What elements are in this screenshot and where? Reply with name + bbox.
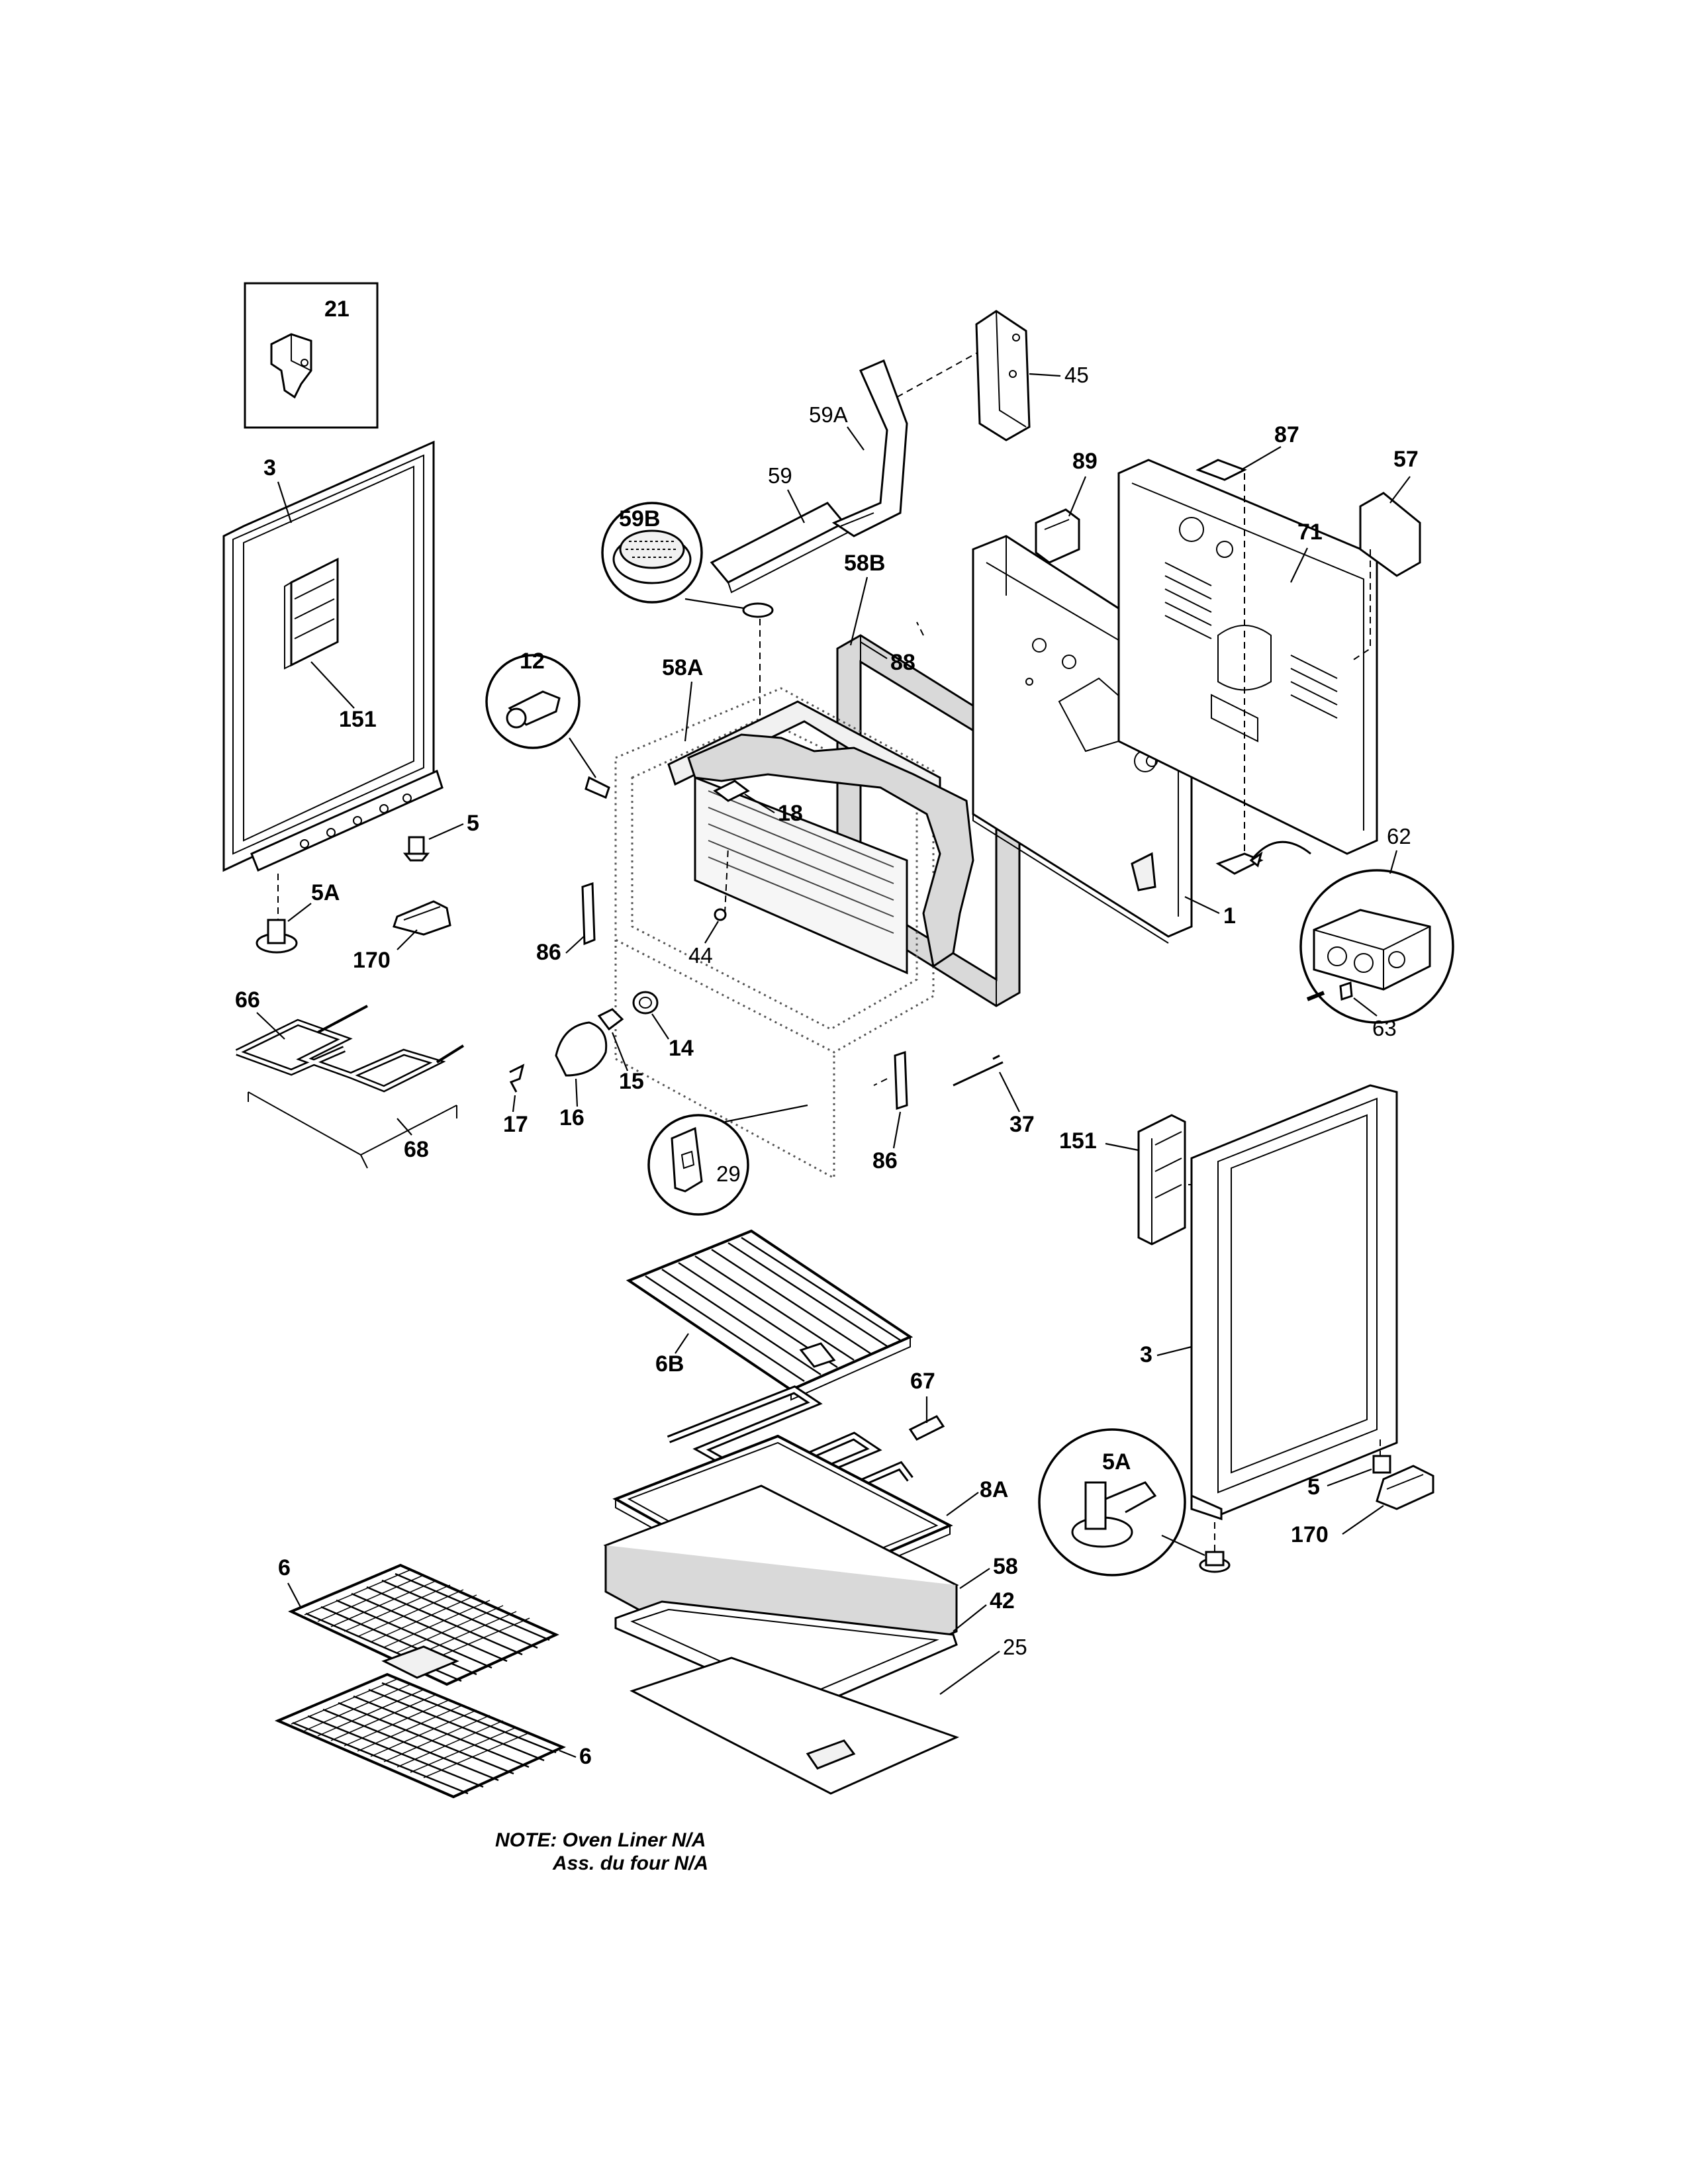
part-57-access-cover: 57 bbox=[1350, 447, 1421, 662]
label-6-top: 6 bbox=[278, 1555, 291, 1580]
label-44: 44 bbox=[688, 943, 713, 968]
label-88: 88 bbox=[890, 650, 915, 675]
part-29-door-latch-callout: 29 bbox=[647, 1104, 808, 1216]
label-6-bottom: 6 bbox=[579, 1744, 592, 1769]
label-62: 62 bbox=[1387, 824, 1411, 848]
part-58A-oven-cavity: 58A bbox=[614, 655, 974, 1180]
label-5-right: 5 bbox=[1307, 1475, 1320, 1500]
part-6-oven-rack-top: 6 bbox=[278, 1555, 559, 1686]
label-151-right: 151 bbox=[1059, 1128, 1097, 1154]
part-151-left-bracket: 151 bbox=[284, 557, 377, 732]
label-59A: 59A bbox=[809, 402, 848, 427]
note-block: NOTE: Oven Liner N/A Ass. du four N/A bbox=[495, 1829, 708, 1874]
part-12-lamp-socket-callout: 12 bbox=[485, 649, 610, 799]
label-59B: 59B bbox=[619, 506, 660, 531]
label-15: 15 bbox=[619, 1069, 644, 1094]
label-66: 66 bbox=[235, 987, 260, 1013]
label-5A-right: 5A bbox=[1102, 1449, 1131, 1475]
part-86-right-hinge-receptacle: 86 bbox=[872, 1050, 908, 1173]
label-63: 63 bbox=[1372, 1016, 1397, 1040]
label-170-right: 170 bbox=[1291, 1522, 1329, 1547]
label-151-left: 151 bbox=[339, 707, 377, 732]
part-6-oven-rack-bottom: 6 bbox=[274, 1645, 592, 1799]
part-87-cover-plate: 87 bbox=[1196, 422, 1299, 860]
part-44-sensor: 44 bbox=[688, 846, 729, 968]
part-170-right-anti-tip-bracket: 170 bbox=[1291, 1465, 1434, 1547]
label-58B: 58B bbox=[844, 551, 885, 576]
part-17-lens-clip: 17 bbox=[503, 1064, 528, 1137]
part-59A-vent-duct-extension: 59A bbox=[809, 343, 994, 537]
part-14-lamp-receptacle: 14 bbox=[632, 991, 694, 1061]
label-29: 29 bbox=[716, 1161, 741, 1186]
part-5-left-leveling-leg: 5 bbox=[402, 811, 479, 862]
part-59-vent-duct: 59 bbox=[710, 463, 849, 594]
label-45: 45 bbox=[1064, 363, 1089, 387]
label-5A-left: 5A bbox=[311, 880, 340, 905]
label-3-right: 3 bbox=[1140, 1342, 1152, 1367]
label-37: 37 bbox=[1009, 1112, 1035, 1137]
part-63-screw: 63 bbox=[1306, 981, 1397, 1040]
part-16-lamp-lens: 16 bbox=[555, 1021, 608, 1130]
label-86-left: 86 bbox=[536, 940, 561, 965]
part-25-oven-bottom-panel: 25 bbox=[630, 1635, 1027, 1795]
part-42-bottom-frame: 42 bbox=[614, 1588, 1015, 1712]
label-21: 21 bbox=[324, 296, 350, 322]
label-89: 89 bbox=[1072, 449, 1098, 474]
label-5-left: 5 bbox=[467, 811, 479, 836]
part-6B-oven-rack: 6B bbox=[626, 1229, 914, 1401]
label-42: 42 bbox=[990, 1588, 1015, 1614]
label-86-right: 86 bbox=[872, 1148, 898, 1173]
label-57: 57 bbox=[1393, 447, 1419, 472]
label-3-left: 3 bbox=[263, 455, 276, 480]
label-58A: 58A bbox=[662, 655, 703, 680]
label-12: 12 bbox=[520, 649, 545, 674]
part-170-left-anti-tip-bracket: 170 bbox=[353, 900, 451, 973]
part-62-terminal-block-callout: 62 bbox=[1215, 824, 1454, 1024]
label-58: 58 bbox=[993, 1554, 1018, 1579]
part-37-wire-harness: 37 bbox=[953, 1054, 1035, 1137]
part-5A-right-leveling-foot-callout: 5A bbox=[1038, 1428, 1231, 1576]
part-89-terminal-block-bracket: 89 bbox=[1035, 449, 1098, 564]
label-18: 18 bbox=[778, 801, 803, 826]
part-5-right-leveling-leg: 5 bbox=[1307, 1439, 1391, 1500]
label-14: 14 bbox=[669, 1036, 694, 1061]
part-18-vent-clip: 18 bbox=[713, 780, 803, 826]
label-59: 59 bbox=[768, 463, 792, 488]
part-68-element-shield: 68 bbox=[248, 1091, 457, 1169]
note-line-2: Ass. du four N/A bbox=[552, 1852, 708, 1874]
label-16: 16 bbox=[559, 1105, 585, 1130]
part-3-right-side-panel: 3 bbox=[1140, 1084, 1398, 1521]
part-21-door-switch-inset: 21 bbox=[244, 282, 379, 429]
part-88-insulation-retainer: 88 bbox=[860, 621, 924, 675]
part-86-left-hinge-receptacle: 86 bbox=[536, 882, 596, 965]
label-25: 25 bbox=[1003, 1635, 1027, 1659]
part-45-vent-bracket: 45 bbox=[975, 310, 1089, 441]
note-line-1: NOTE: Oven Liner N/A bbox=[495, 1829, 706, 1851]
label-1: 1 bbox=[1223, 903, 1236, 929]
part-15-lamp-bulb: 15 bbox=[597, 1008, 644, 1094]
label-67: 67 bbox=[910, 1369, 935, 1394]
label-8A: 8A bbox=[980, 1477, 1008, 1502]
part-66-bake-element: 66 bbox=[235, 987, 465, 1093]
part-71-rear-access-panel: 71 bbox=[1117, 459, 1378, 855]
label-68: 68 bbox=[404, 1137, 429, 1162]
part-3-left-side-panel: 3 bbox=[222, 440, 444, 872]
label-87: 87 bbox=[1274, 422, 1299, 447]
label-6B: 6B bbox=[655, 1351, 684, 1377]
part-59B-vent-filter-callout: 59B bbox=[601, 502, 774, 741]
label-71: 71 bbox=[1297, 520, 1323, 545]
label-170-left: 170 bbox=[353, 948, 391, 973]
part-5A-left-leveling-foot: 5A bbox=[256, 874, 340, 954]
label-17: 17 bbox=[503, 1112, 528, 1137]
